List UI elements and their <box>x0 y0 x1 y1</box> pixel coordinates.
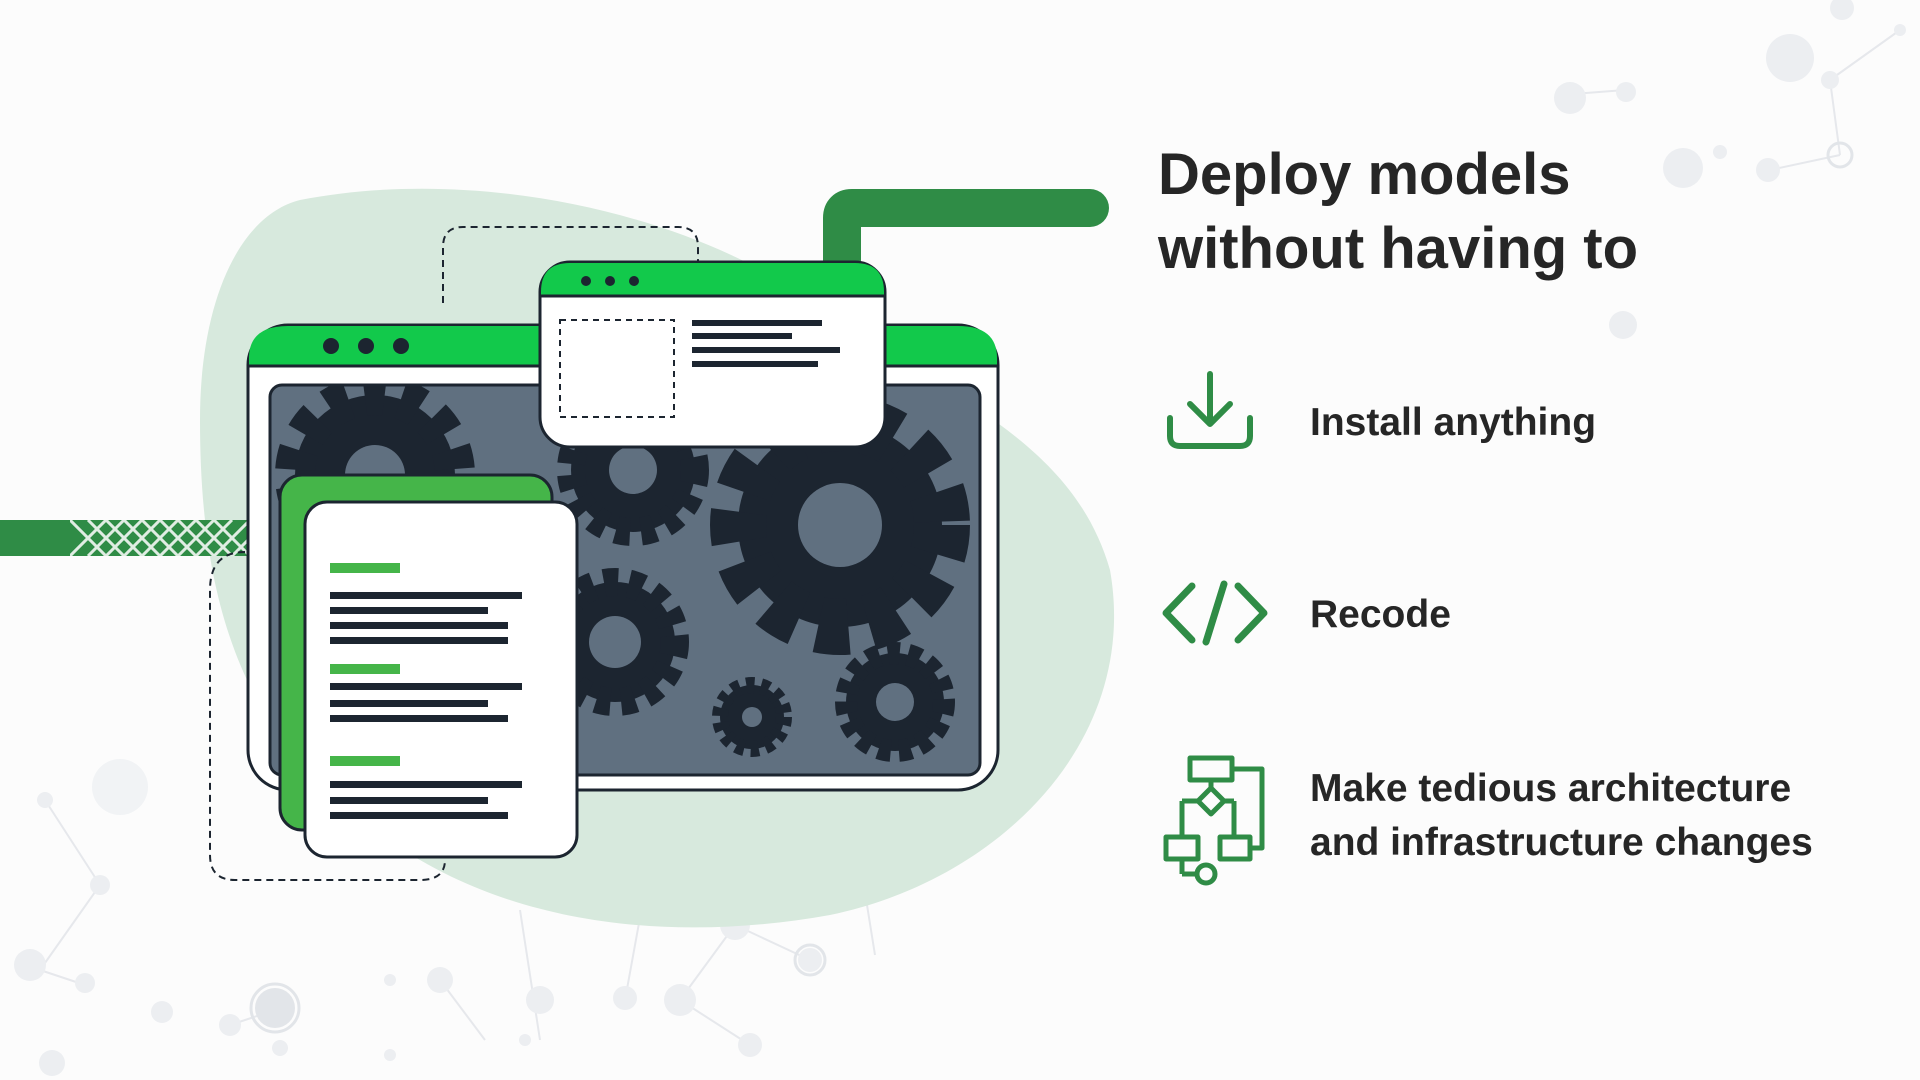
image-placeholder <box>559 319 675 418</box>
feature-install-anything: Install anything <box>1160 360 1900 490</box>
document-front <box>303 500 579 859</box>
download-icon <box>1167 371 1253 449</box>
feature-label: Recode <box>1310 593 1451 636</box>
flowchart-icon <box>1163 755 1265 886</box>
headline: Deploy models without having to <box>1158 138 1858 286</box>
feature-label-line-1: Make tedious architecture <box>1310 767 1792 810</box>
text-lines <box>692 320 840 367</box>
code-icon <box>1162 580 1268 646</box>
feature-label: Make tedious architecture and infrastruc… <box>1310 762 1813 870</box>
window-dot <box>605 276 615 286</box>
dashed-outline-left <box>209 551 446 881</box>
window-dot <box>323 338 339 354</box>
feature-recode: Recode <box>1160 570 1900 700</box>
feature-architecture-changes: Make tedious architecture and infrastruc… <box>1160 752 1900 886</box>
feature-label-line-2: and infrastructure changes <box>1310 821 1813 864</box>
headline-line-1: Deploy models <box>1158 142 1571 207</box>
connector-pipe <box>823 189 1109 287</box>
headline-line-2: without having to <box>1158 216 1639 281</box>
window-dot <box>629 276 639 286</box>
feature-label: Install anything <box>1310 401 1597 444</box>
popup-window <box>538 260 887 449</box>
window-dot <box>393 338 409 354</box>
window-dot <box>581 276 591 286</box>
window-dot <box>358 338 374 354</box>
connector-pattern <box>70 520 250 556</box>
dashed-outline-top <box>442 226 699 303</box>
